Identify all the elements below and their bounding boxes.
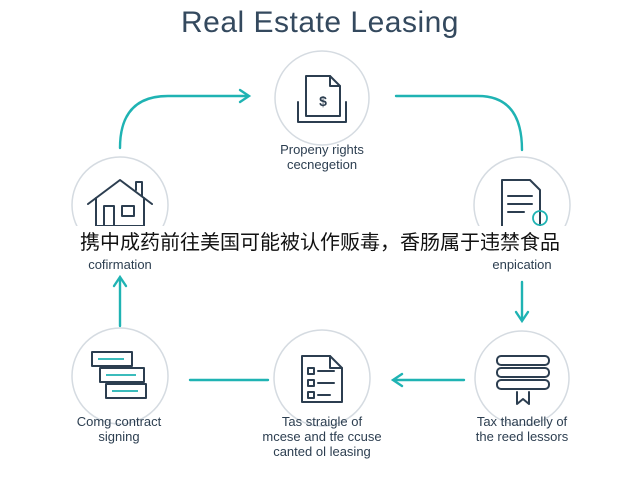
arrow-contract-to-house-head xyxy=(112,274,128,288)
arrow-rights-to-enpication xyxy=(394,94,524,152)
stacked-bars-icon xyxy=(496,355,550,405)
node-label-tax-thandelly: Tax thandelly of the reed lessors xyxy=(475,414,569,444)
node-tas-straigle xyxy=(273,329,371,427)
node-label-cofirmation: cofirmation xyxy=(88,257,152,272)
diagram-title: Real Estate Leasing xyxy=(180,6,459,39)
arrow-tax-to-checklist-head xyxy=(390,372,404,388)
node-label-contract-signing: Comg contract signing xyxy=(76,414,162,444)
node-property-rights: $ xyxy=(274,50,370,146)
document-coin-icon xyxy=(501,179,548,229)
node-label-tas-straigle: Tas straigle of mcese and tfe ccuse cant… xyxy=(262,414,382,459)
stacked-contracts-icon xyxy=(91,351,147,399)
node-tax-thandelly xyxy=(474,330,570,426)
node-label-property-rights: Propeny rights cecnegetion xyxy=(280,142,364,172)
arrow-house-to-rights xyxy=(118,94,250,150)
document-dollar-icon: $ xyxy=(297,75,347,123)
svg-text:$: $ xyxy=(319,93,327,109)
arrow-enpication-to-tax-head xyxy=(514,310,530,324)
node-label-enpication: enpication xyxy=(492,257,552,272)
node-contract-signing xyxy=(71,327,169,425)
checklist-document-icon xyxy=(301,355,343,403)
arrow-house-to-rights-head xyxy=(238,88,252,104)
overlay-caption: 携中成药前往美国可能被认作贩毒，香肠属于违禁食品 xyxy=(0,226,640,258)
